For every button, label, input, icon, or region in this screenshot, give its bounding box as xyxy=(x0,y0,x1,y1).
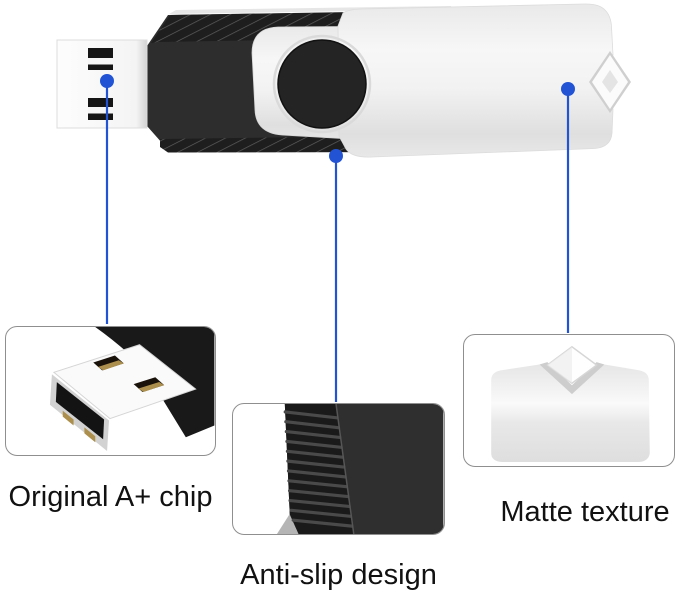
feature-label-grip: Anti-slip design xyxy=(240,559,437,591)
anti-slip-closeup xyxy=(276,404,444,534)
detail-box-cover xyxy=(463,334,675,467)
callout-dot-chip xyxy=(100,74,114,88)
matte-slab xyxy=(491,364,650,463)
callout-dot-grip xyxy=(329,149,343,163)
callouts xyxy=(100,74,575,402)
usb-connector-closeup xyxy=(49,327,215,452)
callout-dot-cover xyxy=(561,82,575,96)
detail-box-chip xyxy=(5,326,216,456)
matte-texture-closeup xyxy=(491,345,650,463)
feature-label-cover: Matte texture xyxy=(500,496,670,528)
keyring-hole-closeup xyxy=(546,345,598,385)
keyring-hole xyxy=(589,51,631,113)
feature-label-chip: Original A+ chip xyxy=(8,481,213,513)
detail-box-grip xyxy=(232,403,445,535)
swivel-cover xyxy=(251,3,631,158)
pivot-ring xyxy=(272,34,372,134)
pivot-circle xyxy=(277,39,367,129)
